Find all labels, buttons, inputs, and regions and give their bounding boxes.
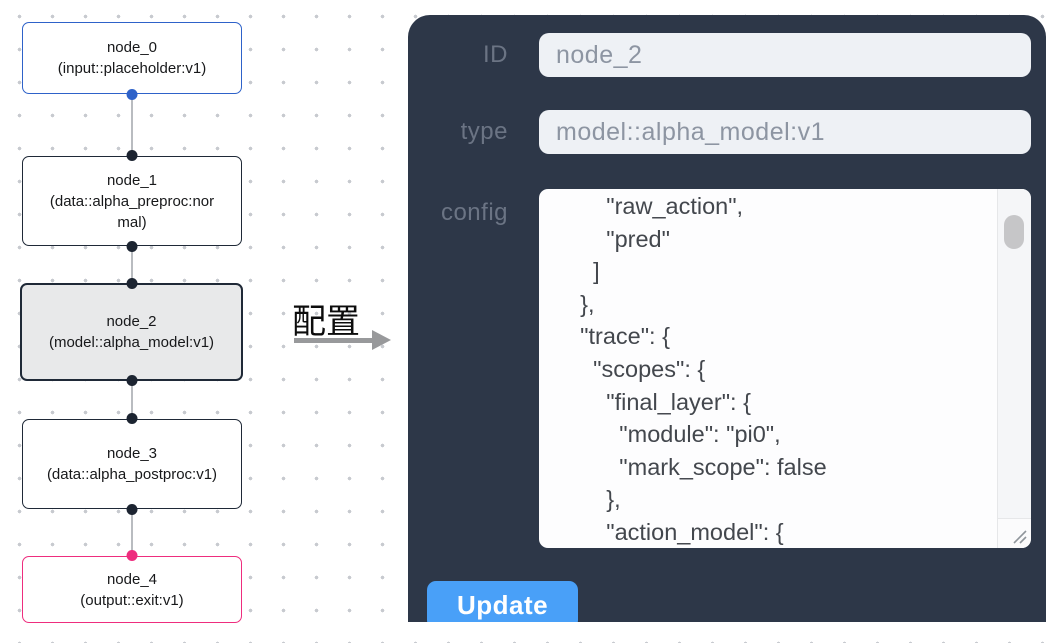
input-port-dot[interactable] (126, 550, 138, 561)
input-port-dot[interactable] (126, 150, 138, 161)
node-subtitle: (data::alpha_preproc:normal) (49, 192, 215, 231)
flow-node-node_2-selected[interactable]: node_2 (model::alpha_model:v1) (20, 278, 243, 386)
flow-edge-node0-node1 (130, 94, 133, 156)
arrow-right-icon (294, 338, 374, 343)
flow-edge-node1-node2 (130, 246, 133, 283)
node-subtitle: (model::alpha_model:v1) (48, 334, 215, 351)
resize-grip-icon (1013, 530, 1027, 544)
output-port-dot[interactable] (126, 504, 138, 515)
flow-edge-node2-node3 (130, 381, 133, 419)
node-title: node_3 (106, 445, 158, 462)
input-port-dot[interactable] (126, 413, 138, 424)
flow-node-node_1[interactable]: node_1 (data::alpha_preproc:normal) (22, 150, 242, 252)
config-field-label: config (440, 199, 508, 226)
type-input[interactable] (539, 110, 1031, 154)
scrollbar-thumb[interactable] (1004, 215, 1024, 249)
scrollbar-track[interactable] (997, 189, 1031, 518)
update-button[interactable]: Update (427, 581, 578, 622)
node-title: node_4 (106, 570, 158, 588)
configure-label: 配置 (292, 303, 360, 341)
input-port-dot[interactable] (126, 278, 137, 289)
node-subtitle: (data::alpha_postproc:v1) (46, 466, 218, 483)
id-field-label: ID (483, 41, 508, 68)
node-title: node_0 (106, 39, 158, 56)
id-input[interactable] (539, 33, 1031, 77)
type-field-label: type (460, 118, 508, 145)
config-json-text[interactable]: "raw_action", "pred" ] }, "trace": { "sc… (580, 193, 827, 545)
arrow-right-icon-head (372, 330, 391, 350)
output-port-dot[interactable] (126, 375, 137, 386)
node-config-panel: ID type config "raw_action", "pred" ] },… (408, 15, 1046, 622)
node-subtitle: (input::placeholder:v1) (57, 60, 207, 77)
flow-node-node_3[interactable]: node_3 (data::alpha_postproc:v1) (22, 413, 242, 515)
config-textarea[interactable]: "raw_action", "pred" ] }, "trace": { "sc… (539, 189, 1031, 548)
output-port-dot[interactable] (126, 89, 138, 100)
node-subtitle: (output::exit:v1) (80, 591, 184, 609)
node-title: node_2 (106, 313, 157, 330)
output-port-dot[interactable] (126, 241, 138, 252)
flow-node-node_0[interactable]: node_0 (input::placeholder:v1) (22, 22, 242, 100)
flow-node-node_4[interactable]: node_4 (output::exit:v1) (22, 550, 242, 623)
flow-edge-node3-node4 (130, 509, 133, 556)
node-title: node_1 (106, 171, 158, 189)
resize-grip[interactable] (997, 518, 1031, 548)
